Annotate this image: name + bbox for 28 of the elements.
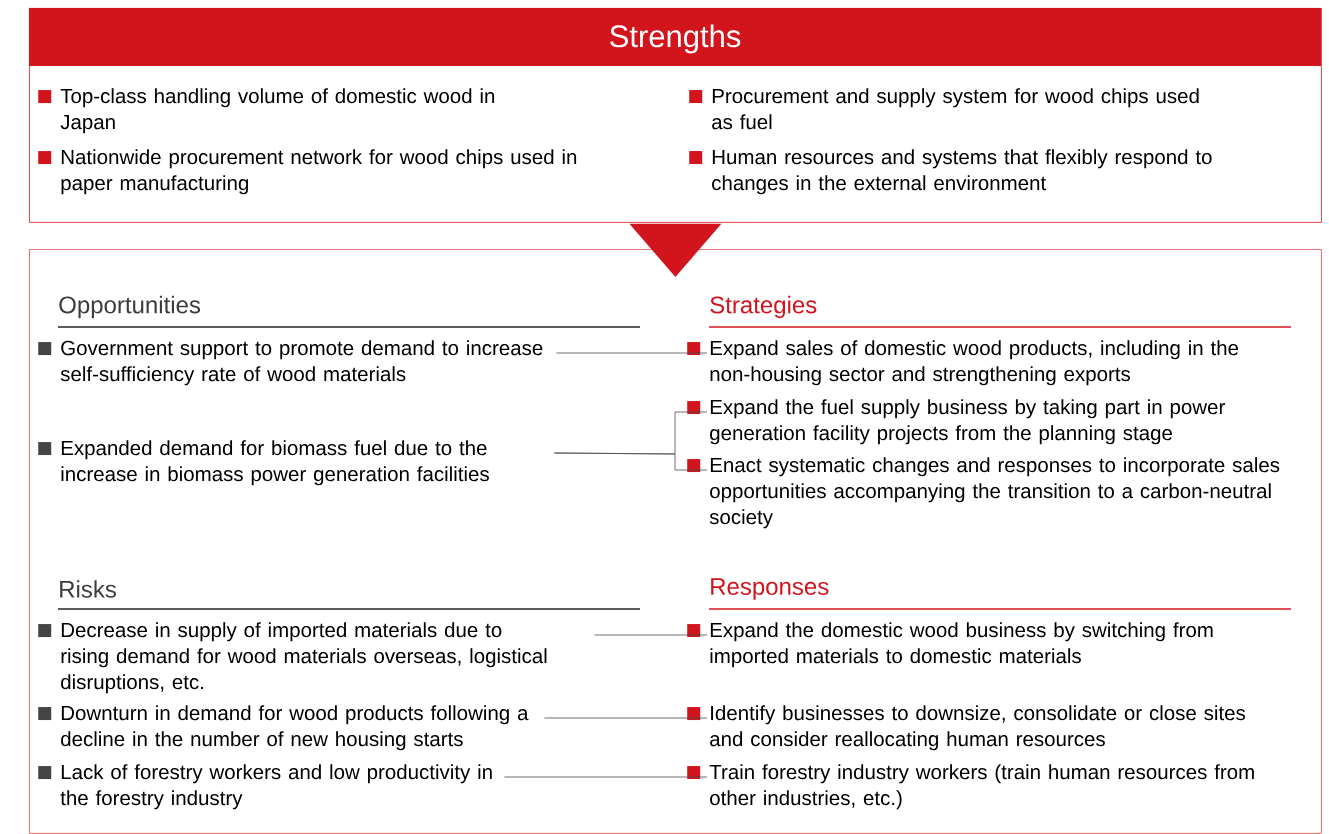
- bullet-item: Procurement and supply system for wood chips used as fuel: [689, 88, 1199, 130]
- arrow: [629, 223, 722, 277]
- connector-line: [556, 352, 708, 354]
- bullet-item: Decrease in supply of imported materials due to rising demand for wood materials overseas, logistical disruptions, etc.: [38, 622, 547, 694]
- bullet-item: Identify businesses to downsize, consolidate or close sites and consider reallocating human resources: [687, 705, 1246, 751]
- section-heading: Strategies: [710, 295, 817, 319]
- bullet-item: Top-class handling volume of domestic wood in Japan: [38, 88, 495, 134]
- section-heading: Responses: [711, 578, 829, 600]
- strengths-panel: [29, 8, 1322, 223]
- bullet-item: Lack of forestry workers and low productivity in the forestry industry: [38, 764, 492, 810]
- section-heading: Opportunities: [59, 295, 201, 319]
- bullet-item: Expand sales of domestic wood products, including in the non-housing sector and strengthening exports: [687, 340, 1239, 386]
- bullet-item: Human resources and systems that flexibly respond to changes in the external environment: [689, 149, 1212, 195]
- bullet-item: Train forestry industry workers (train human resources from other industries, etc.): [687, 764, 1254, 810]
- connector-line: [594, 634, 708, 636]
- bullet-item: Expand the fuel supply business by taking part in power generation facility projects from the planning stage: [687, 399, 1225, 445]
- bullet-item: Downturn in demand for wood products following a decline in the number of new housing starts: [38, 705, 529, 751]
- bullet-item: Nationwide procurement network for wood chips used in paper manufacturing: [38, 149, 577, 195]
- bullet-item: Expand the domestic wood business by switching from imported materials to domestic materials: [687, 622, 1213, 668]
- bullet-item: Expanded demand for biomass fuel due to the increase in biomass power generation facilities: [38, 440, 489, 486]
- bullet-item: Government support to promote demand to increase self-sufficiency rate of wood materials: [38, 340, 543, 386]
- connector-line: [544, 717, 708, 719]
- bullet-item: Enact systematic changes and responses to incorporate sales opportunities accompanying the transition to a carbon-neutral society: [687, 457, 1280, 529]
- panel-frame: [29, 249, 1322, 834]
- panel-heading: Strengths: [610, 24, 741, 54]
- connector-line: [504, 776, 708, 778]
- section-heading: Risks: [60, 580, 116, 598]
- connector-line: [554, 452, 708, 471]
